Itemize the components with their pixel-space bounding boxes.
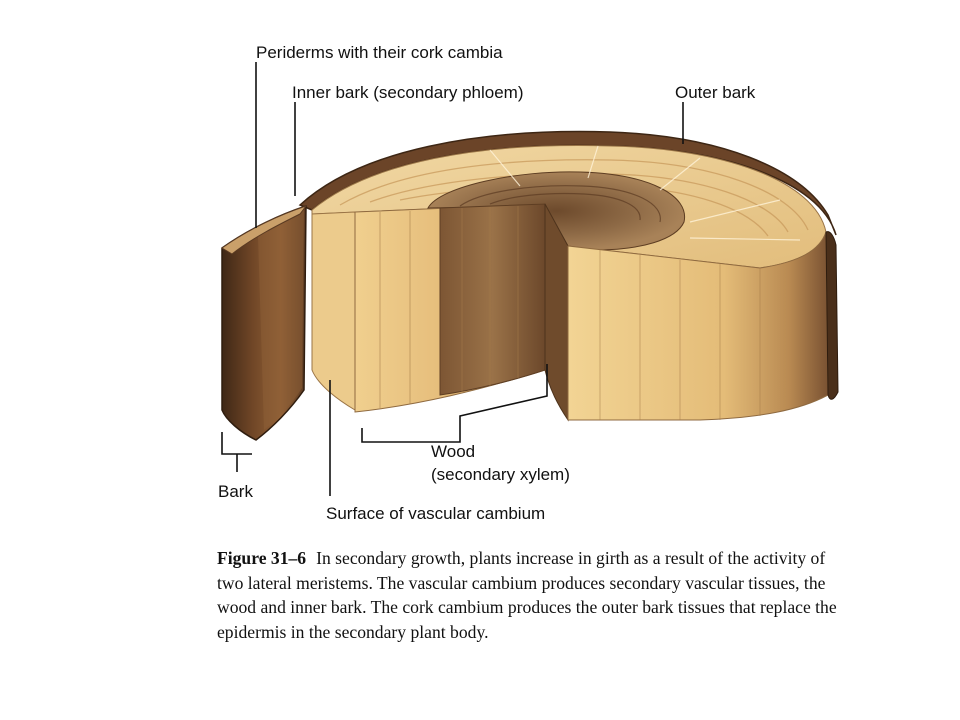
label-inner-bark: Inner bark (secondary phloem) — [292, 83, 524, 102]
heartwood-front — [439, 203, 546, 396]
heartwood-rings — [459, 185, 661, 223]
leader-bark-bracket — [221, 432, 252, 472]
label-vascular-cambium: Surface of vascular cambium — [326, 504, 545, 523]
sapwood-front-left — [311, 211, 356, 411]
bark-strip-top — [221, 205, 308, 255]
outer-bark-right — [825, 231, 839, 400]
label-wood-secondary-xylem: (secondary xylem) — [431, 465, 570, 484]
label-outer-bark: Outer bark — [675, 83, 756, 102]
figure-number: Figure 31–6 — [217, 548, 307, 568]
label-periderms: Periderms with their cork cambia — [256, 43, 503, 62]
heartwood-top — [427, 171, 686, 251]
grain-right — [599, 250, 761, 420]
bark-strip-inner — [258, 210, 304, 430]
label-bark: Bark — [218, 482, 253, 501]
wood-rays-top — [489, 145, 801, 241]
caption-text: In secondary growth, plants increase in … — [217, 548, 837, 642]
leader-wood-bracket — [361, 364, 548, 443]
label-wood: Wood — [431, 442, 475, 461]
grain-front — [379, 206, 519, 408]
